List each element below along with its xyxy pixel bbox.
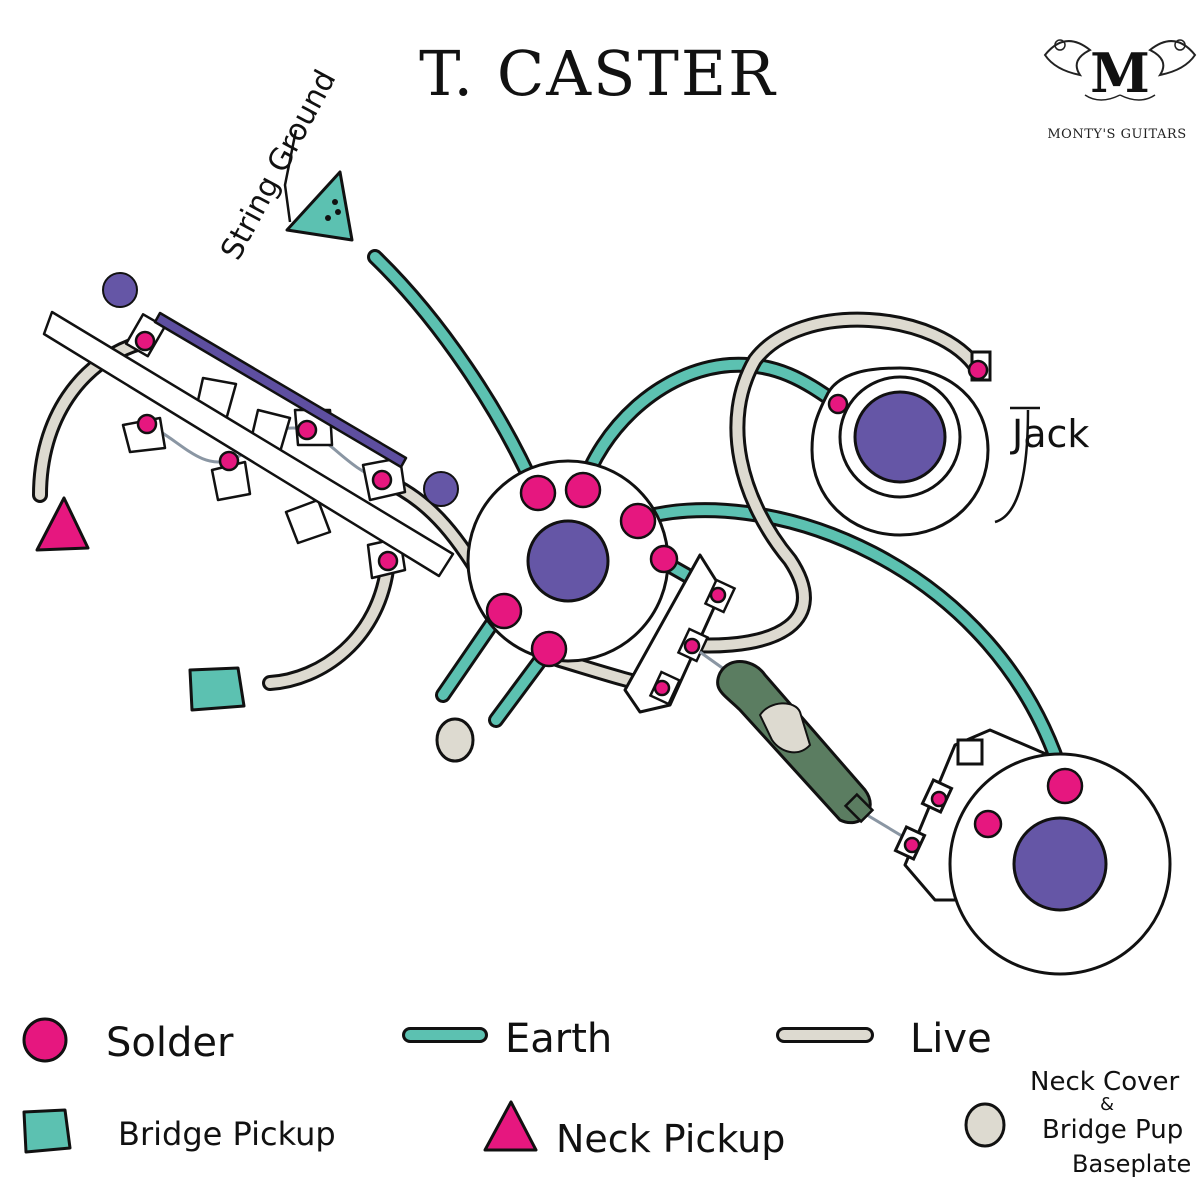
- legend: Solder Earth Live Bridge Pickup Neck Pic…: [22, 1016, 1191, 1178]
- jack-text: Jack: [1010, 412, 1089, 456]
- legend-earth-label: Earth: [505, 1016, 612, 1062]
- purple-dot-top: [102, 272, 138, 308]
- three-way-switch: [42, 310, 455, 580]
- legend-neck-cover-line3: Bridge Pup: [1042, 1115, 1183, 1145]
- neck-pickup-triangle: [35, 496, 90, 552]
- string-ground-triangle: [285, 170, 354, 242]
- legend-neck-pickup: Neck Pickup: [483, 1100, 785, 1161]
- legend-bridge-pickup-label: Bridge Pickup: [118, 1115, 336, 1153]
- purple-dot-mid: [423, 471, 459, 507]
- legend-live: Live: [776, 1016, 992, 1062]
- legend-neck-cover: Neck Cover & Bridge Pup Baseplate: [964, 1067, 1191, 1178]
- bridge-pickup-square: [188, 666, 246, 712]
- legend-neck-cover-line2: &: [1100, 1094, 1114, 1115]
- tone-pot-shaft: [1012, 816, 1108, 912]
- baseplate-circle: [435, 717, 475, 763]
- legend-bridge-pickup: Bridge Pickup: [22, 1108, 336, 1154]
- legend-neck-cover-line4: Baseplate: [1072, 1150, 1191, 1178]
- legend-solder: Solder: [22, 1017, 234, 1066]
- jack: [810, 350, 992, 537]
- legend-neck-cover-line1: Neck Cover: [1030, 1067, 1180, 1097]
- montys-guitars-logo: M MONTY'S GUITARS: [1043, 39, 1197, 142]
- solder-points: [134, 330, 1084, 854]
- legend-live-label: Live: [910, 1016, 992, 1062]
- logo-name: MONTY'S GUITARS: [1047, 127, 1186, 142]
- legend-solder-label: Solder: [106, 1020, 234, 1066]
- diagram-title: T. CASTER: [419, 37, 777, 110]
- capacitor: [699, 650, 913, 844]
- logo-letter: M: [1090, 41, 1150, 105]
- jack-label: Jack: [994, 406, 1089, 524]
- jack-center: [853, 390, 947, 484]
- legend-neck-pickup-label: Neck Pickup: [556, 1117, 785, 1161]
- tone-pot: [893, 728, 1172, 976]
- pot-shaft: [526, 519, 610, 603]
- legend-earth: Earth: [402, 1016, 612, 1062]
